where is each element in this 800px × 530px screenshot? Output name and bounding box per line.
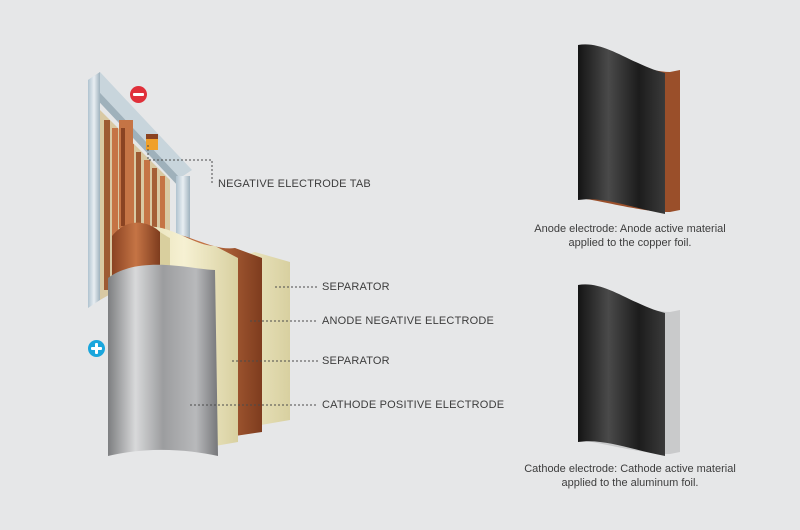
label-separator-2: SEPARATOR bbox=[322, 355, 390, 367]
anode-sheet bbox=[578, 44, 680, 214]
anode-caption: Anode electrode: Anode active material a… bbox=[490, 222, 770, 250]
label-negative-electrode-tab: NEGATIVE ELECTRODE TAB bbox=[218, 178, 371, 190]
cathode-caption-line1: Cathode electrode: Cathode active materi… bbox=[524, 463, 736, 475]
label-anode-negative-electrode: ANODE NEGATIVE ELECTRODE bbox=[322, 315, 495, 327]
anode-caption-line2: applied to the copper foil. bbox=[568, 237, 692, 249]
label-separator-1: SEPARATOR bbox=[322, 281, 390, 293]
tab-rail bbox=[88, 72, 192, 308]
leader-lines bbox=[147, 145, 318, 406]
jelly-roll bbox=[108, 222, 290, 456]
minus-icon bbox=[130, 86, 147, 103]
plus-icon bbox=[88, 340, 105, 357]
anode-caption-line1: Anode electrode: Anode active material bbox=[534, 223, 726, 235]
cathode-sheet bbox=[578, 284, 680, 456]
label-cathode-positive-electrode: CATHODE POSITIVE ELECTRODE bbox=[322, 399, 505, 411]
cathode-caption: Cathode electrode: Cathode active materi… bbox=[490, 462, 770, 490]
cathode-caption-line2: applied to the aluminum foil. bbox=[561, 477, 699, 489]
